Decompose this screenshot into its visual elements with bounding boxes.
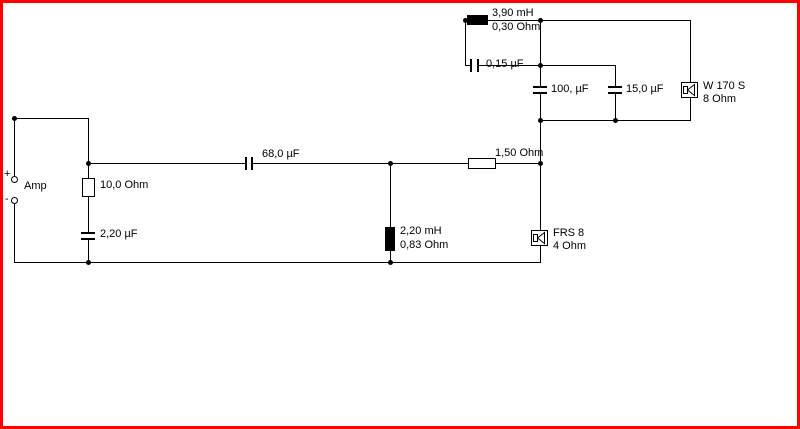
resistor-1_50Ohm-value: 1,50 Ohm [495, 147, 544, 159]
resistor-10Ohm [82, 178, 95, 197]
capacitor-2_20uF-plate [81, 232, 95, 234]
wire-shunt-coil-top [390, 163, 391, 227]
wire-main-bus-b [253, 163, 468, 164]
capacitor-100uF-value: 100, µF [551, 83, 589, 95]
capacitor-68uF-value: 68,0 µF [262, 148, 300, 160]
wire-woofer-top-bus [465, 20, 691, 21]
capacitor-68uF-plate [251, 157, 253, 170]
wire-main-bus-a [88, 163, 245, 164]
woofer-speaker-icon [681, 82, 698, 98]
wire-woofer-right-bottom [690, 98, 691, 121]
wire-woofer-right-top [690, 20, 691, 84]
inductor-3_90mH-value: 3,90 mH [492, 7, 534, 19]
inductor-2_20mH-dcr: 0,83 Ohm [400, 239, 449, 251]
capacitor-15uF-plate [608, 92, 622, 94]
wire-main-bus-c [496, 163, 541, 164]
wire-zobel-feed [88, 118, 89, 178]
wire-amp-plus-rail [14, 118, 15, 176]
wire-shunt-b-bottom [615, 94, 616, 120]
inductor-2_20mH-value: 2,20 mH [400, 225, 442, 237]
amp-plus-terminal [11, 176, 18, 183]
junction-dot [538, 63, 543, 68]
capacitor-15uF-value: 15,0 µF [626, 83, 664, 95]
woofer-impedance: 8 Ohm [703, 93, 737, 105]
wire-zobel-mid [88, 197, 89, 232]
wire-bypass-bottom-b [479, 65, 616, 66]
wire-bypass-bottom-a [465, 65, 470, 66]
resistor-10Ohm-value: 10,0 Ohm [100, 179, 149, 191]
fullrange-name: FRS 8 [553, 227, 585, 239]
amp-label: Amp [24, 180, 47, 192]
junction-dot [12, 116, 17, 121]
wire-amp-minus-rail [14, 204, 15, 263]
junction-dot [388, 260, 393, 265]
junction-dot [388, 161, 393, 166]
wire-fullrange-top [540, 163, 541, 231]
capacitor-100uF-plate [533, 92, 547, 94]
wire-shunt-a-bottom [540, 94, 541, 163]
junction-dot [613, 118, 618, 123]
capacitor-15uF-plate [608, 86, 622, 88]
wire-fullrange-bottom [540, 246, 541, 263]
amp-minus-terminal [11, 197, 18, 204]
junction-dot [538, 18, 543, 23]
capacitor-100uF-plate [533, 86, 547, 88]
wire-shunt-b-top [615, 65, 616, 86]
wire-zobel-bottom [88, 240, 89, 263]
capacitor-0_15uF-value: 0,15 µF [486, 58, 524, 70]
wire-bypass-left [465, 20, 466, 65]
wire-ground-bus [14, 262, 541, 263]
inductor-3_90mH [467, 15, 488, 25]
amp-minus-sign: - [5, 193, 9, 205]
junction-dot [538, 118, 543, 123]
woofer-name: W 170 S [703, 80, 746, 92]
wire-shunt-a-top [540, 20, 541, 86]
capacitor-2_20uF-value: 2,20 µF [100, 228, 138, 240]
wire-shunt-coil-bottom [390, 251, 391, 263]
inductor-2_20mH [385, 227, 395, 251]
inductor-3_90mH-dcr: 0,30 Ohm [492, 21, 541, 33]
junction-dot [538, 161, 543, 166]
junction-dot [86, 161, 91, 166]
capacitor-2_20uF-plate [81, 238, 95, 240]
junction-dot [463, 18, 468, 23]
fullrange-speaker-icon [531, 230, 548, 246]
capacitor-0_15uF-plate [470, 59, 472, 72]
junction-dot [86, 260, 91, 265]
resistor-1_50Ohm [468, 158, 496, 169]
fullrange-impedance: 4 Ohm [553, 240, 587, 252]
wire-input-top [14, 118, 89, 119]
capacitor-0_15uF-plate [477, 59, 479, 72]
amp-plus-sign: + [4, 168, 11, 180]
capacitor-68uF-plate [245, 157, 247, 170]
